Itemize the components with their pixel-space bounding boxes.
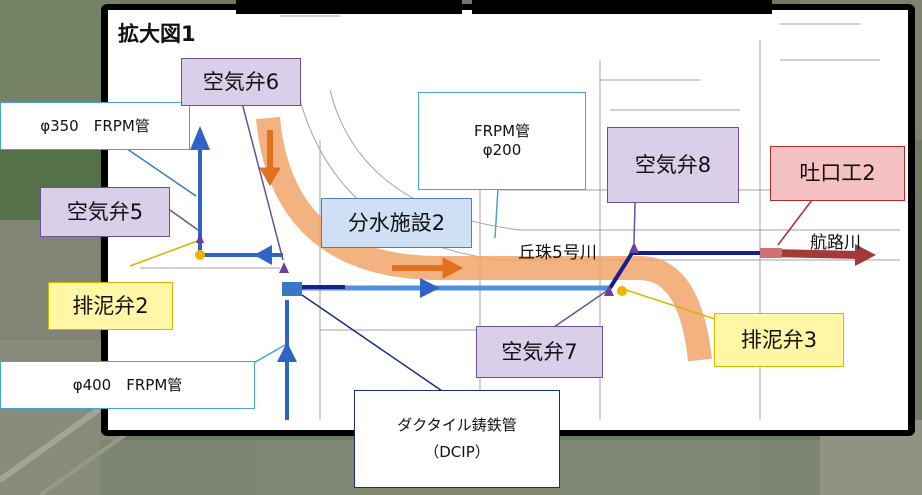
air-valve-8-callout: 空気弁8 [607,127,739,203]
dcip-line2: （DCIP） [424,443,490,461]
river-label: 丘珠5号川 [518,243,597,263]
mud-valve-markers [195,250,627,296]
pipe-arrowheads [190,126,440,362]
air-valve-7-callout: 空気弁7 [476,326,603,378]
pipe-200-line2: φ200 [482,141,522,159]
branch-facility-marker [282,282,302,296]
pipe-200-callout: FRPM管 φ200 [418,92,586,190]
outlet-2-callout: 吐口工2 [770,146,905,201]
dcip-line1: ダクタイル鋳鉄管 [397,416,517,435]
air-valve-markers [196,233,639,296]
channel-label: 航路川 [810,233,861,253]
dcip-callout: ダクタイル鋳鉄管 （DCIP） [354,390,560,488]
pipe-200-line1: FRPM管 [473,122,531,141]
outlet-arrow [760,244,876,266]
branch-facility-2-callout: 分水施設2 [321,198,472,248]
pipe-400-callout: φ400 FRPM管 [0,361,255,409]
air-valve-5-callout: 空気弁5 [40,187,170,237]
mud-valve-3-callout: 排泥弁3 [714,313,844,367]
mud-valve-2-callout: 排泥弁2 [48,282,173,330]
figure-title: 拡大図1 [118,22,196,46]
pipe-350-callout: φ350 FRPM管 [0,102,190,150]
river-flow-arrows [259,130,464,279]
air-valve-6-callout: 空気弁6 [181,58,301,106]
